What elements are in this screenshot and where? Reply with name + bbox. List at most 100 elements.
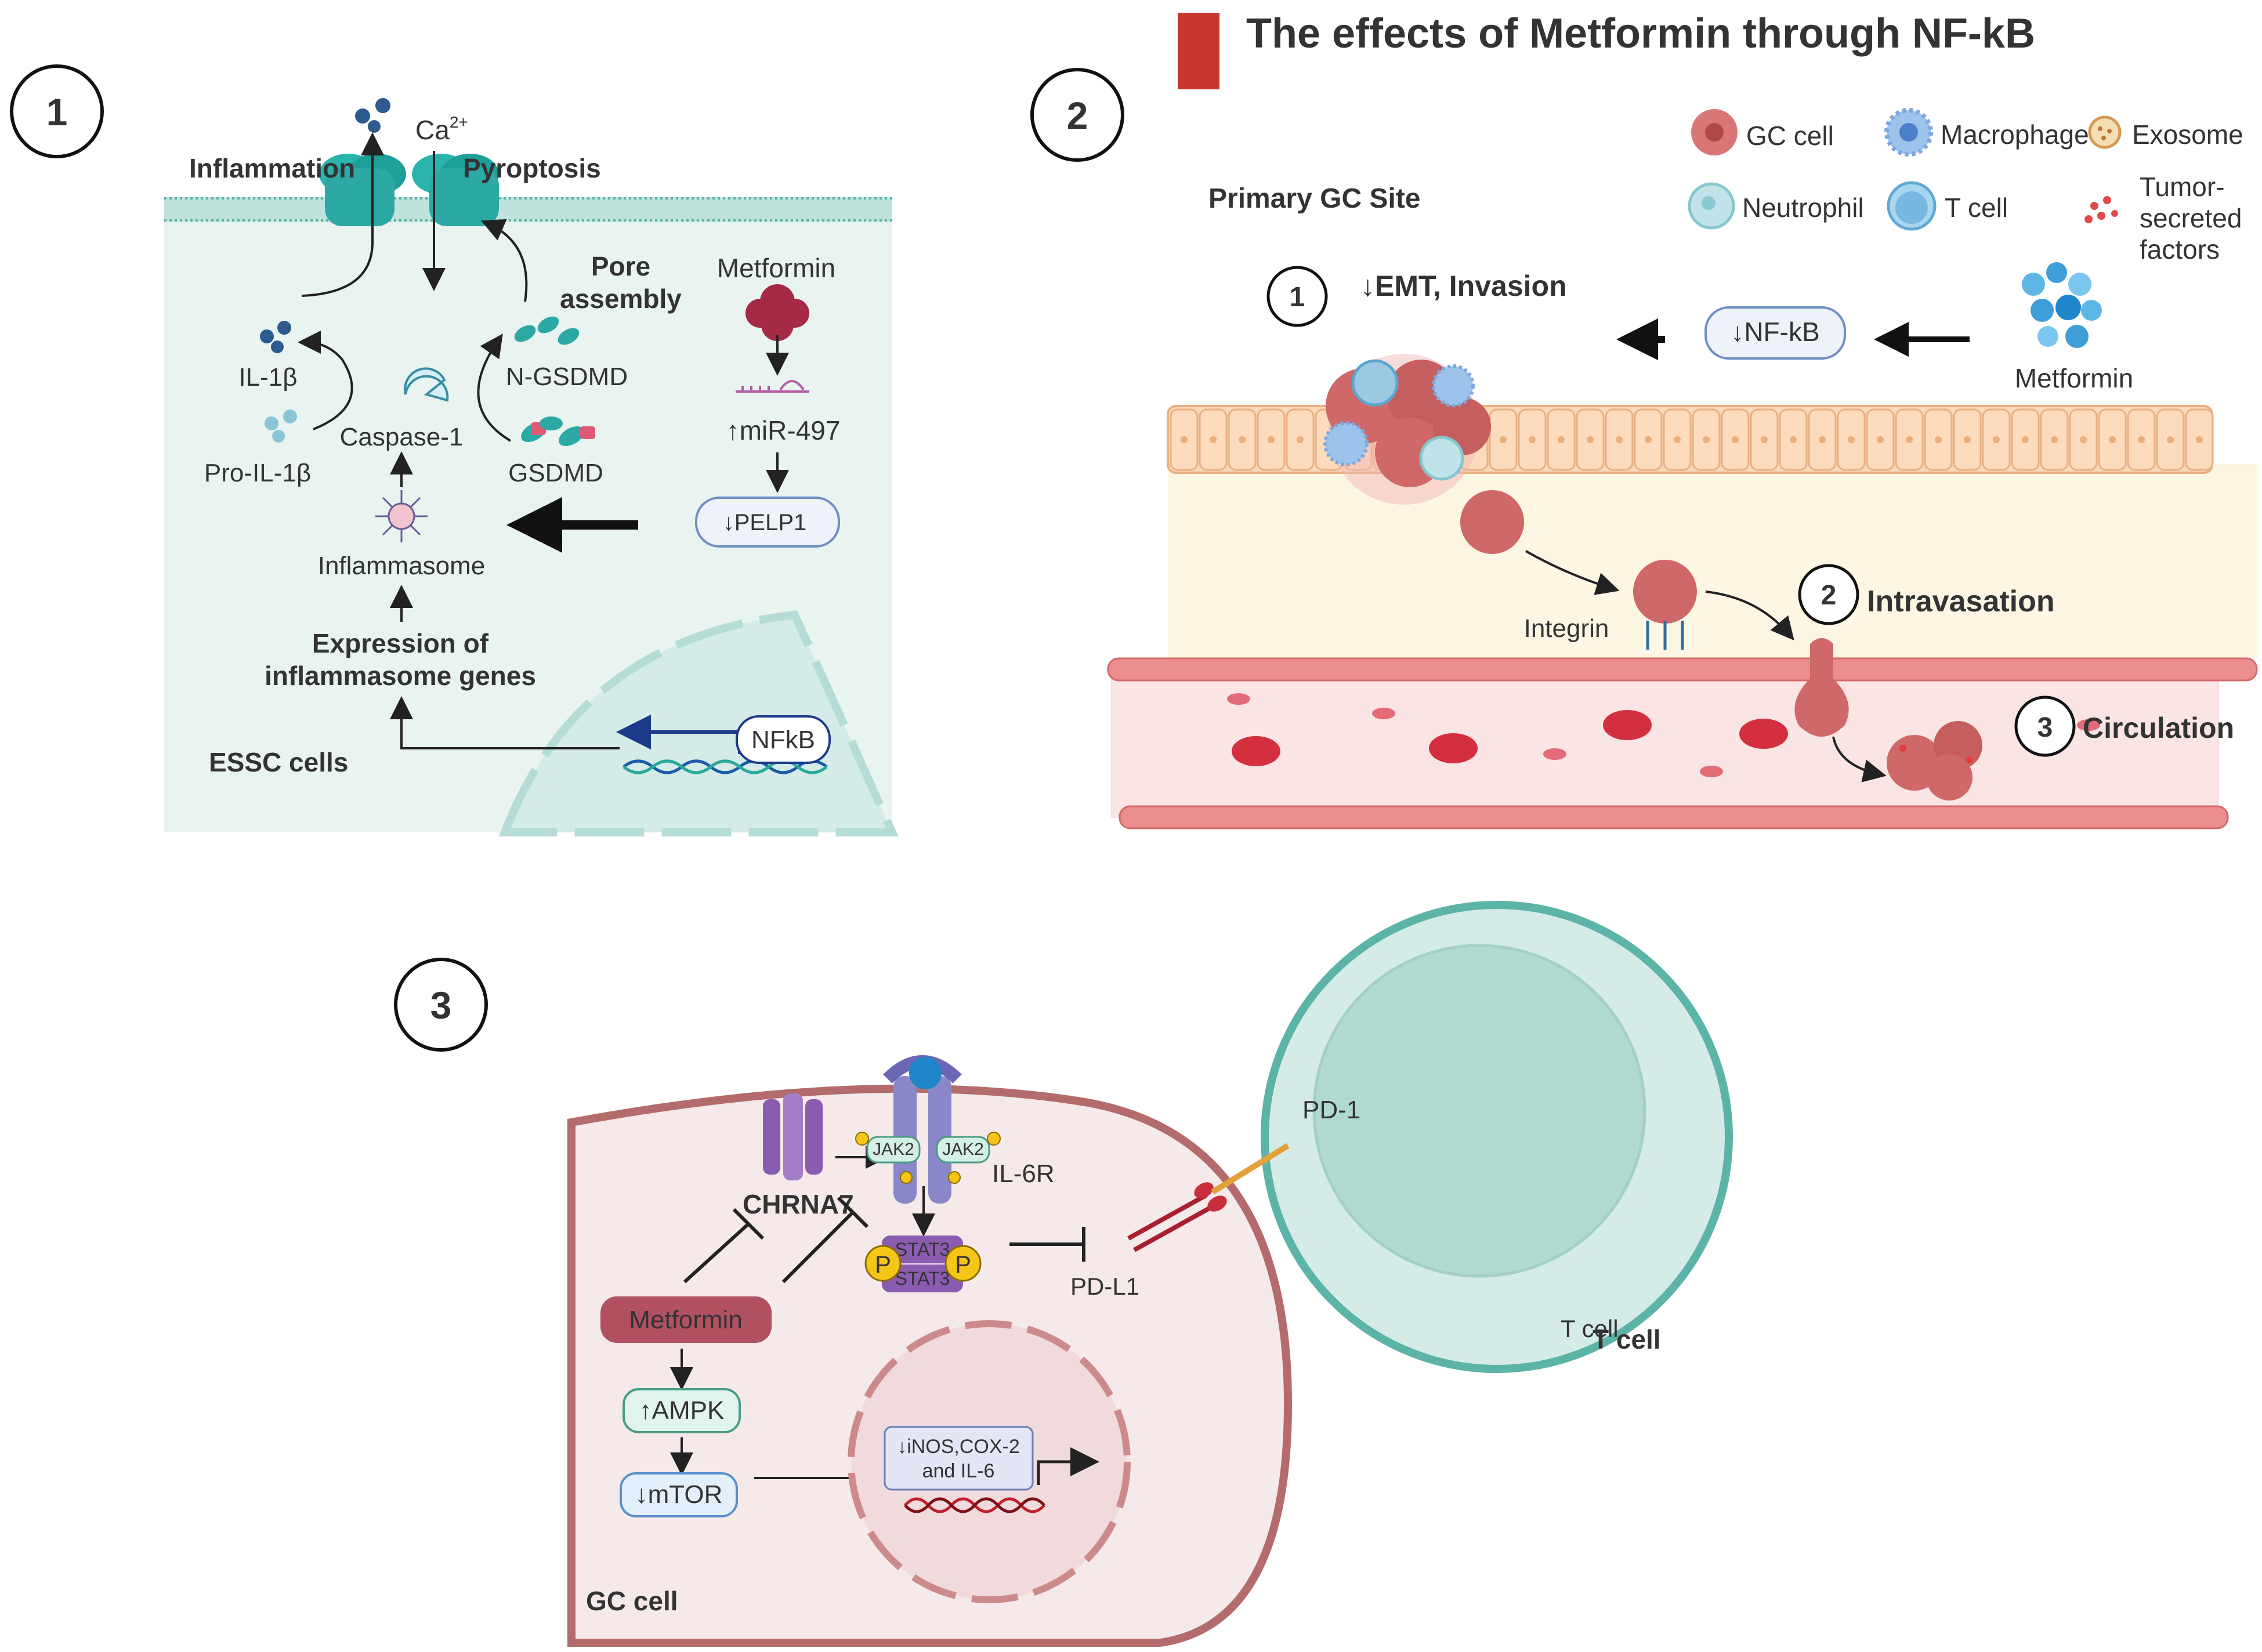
integrin-label: Integrin <box>1524 614 1609 643</box>
phospho-left-label: P <box>875 1251 891 1278</box>
step2-label: Intravasation <box>1867 585 2055 618</box>
ampk-box <box>622 1388 741 1433</box>
n-gsdmd-label: N-GSDMD <box>506 363 628 391</box>
step3-badge <box>2014 695 2076 757</box>
pd1-label: PD-1 <box>1302 1096 1360 1124</box>
epithelium-cell-nucleus <box>1558 436 1565 443</box>
ampk-label: ↑AMPK <box>639 1396 725 1425</box>
legend-macrophage: Macrophage <box>1941 119 2089 150</box>
caspase1-label: Caspase-1 <box>340 423 464 451</box>
t-cell-label-a: T cell <box>1561 1315 1619 1342</box>
vessel-wall-top <box>1107 657 2258 682</box>
epithelium-cell-nucleus <box>1616 436 1623 443</box>
t-cell-label-b: T cell <box>1593 1324 1661 1354</box>
legend-neutrophil: Neutrophil <box>1742 193 1864 223</box>
essc-cells-label: ESSC cells <box>209 747 348 777</box>
step3-label: Circulation <box>2083 712 2234 744</box>
pro-il1b-dots <box>265 410 297 443</box>
inflammasome-icon <box>375 490 428 542</box>
panel2-stroma <box>1168 464 2257 658</box>
chrna7-channel-icon <box>763 1093 823 1180</box>
epithelium-cell-nucleus <box>2022 436 2029 443</box>
nfkb-label: NFkB <box>751 726 815 754</box>
panel-3: 3 GC cell CHRNA7 JAK2 JAK2 IL-6R STA <box>394 901 1733 1647</box>
circulating-tumor-cluster <box>1887 721 1982 800</box>
calcium-label: Ca2+ <box>415 113 468 145</box>
panel1-number-badge <box>10 64 104 158</box>
panel3-number: 3 <box>430 984 452 1027</box>
mir497-label: ↑miR-497 <box>726 415 841 445</box>
epithelium-cell-nucleus <box>1993 436 2000 443</box>
gc-cell-label: GC cell <box>586 1586 678 1616</box>
panel1-dna <box>622 759 828 774</box>
panel3-metformin-label: Metformin <box>629 1306 743 1334</box>
step1-label: ↓EMT, Invasion <box>1360 270 1567 302</box>
epithelium-cell-nucleus <box>1877 436 1884 443</box>
epithelium-cell-nucleus <box>1645 436 1652 443</box>
epithelium-cell-nucleus <box>1500 436 1507 443</box>
panel1-nucleus <box>498 610 899 836</box>
t-cell-nucleus <box>1312 944 1646 1278</box>
epithelium-cell-nucleus <box>1529 436 1536 443</box>
mtor-box <box>620 1472 738 1517</box>
step2-number: 2 <box>1821 580 1837 611</box>
epithelium-cell-nucleus <box>2196 436 2203 443</box>
epithelium-cell-nucleus <box>1239 436 1246 443</box>
chrna7-label: CHRNA7 <box>743 1189 854 1219</box>
migrating-gc-cell <box>1460 490 1524 554</box>
step1-number: 1 <box>1290 282 1305 313</box>
intravasating-cell <box>1794 638 1849 737</box>
epithelium-cell-nucleus <box>2109 436 2116 443</box>
stat3-bottom-box <box>882 1265 963 1292</box>
il1b-dots <box>260 321 291 353</box>
step1-badge <box>1266 266 1328 327</box>
stat3-top-label: STAT3 <box>895 1239 950 1260</box>
inflammation-label: Inflammation <box>189 153 355 183</box>
legend-gc-cell: GC cell <box>1746 121 1834 151</box>
epithelium-cell-nucleus <box>2051 436 2058 443</box>
nfkb-inhibition-box <box>1704 306 1846 360</box>
step2-badge <box>1798 564 1859 625</box>
tumor-cluster <box>1323 354 1491 505</box>
phospho-dots <box>855 1132 1001 1184</box>
tumor-factors-legend-icon <box>2084 196 2118 223</box>
epithelium-cell-nucleus <box>2167 436 2174 443</box>
phospho-right <box>944 1245 982 1282</box>
epithelium-cell-nucleus <box>1674 436 1681 443</box>
n-gsdmd-icon <box>514 316 580 345</box>
epithelium-cell-nucleus <box>1848 436 1855 443</box>
mirna-icon <box>736 380 809 393</box>
jak2-right-box <box>936 1136 990 1164</box>
epithelium-cell-nucleus <box>1587 436 1594 443</box>
il6r-label: IL-6R <box>992 1160 1055 1188</box>
gsdmd-icon <box>521 416 595 447</box>
epithelium-cell-nucleus <box>2080 436 2087 443</box>
pro-il1b-label: Pro-IL-1β <box>204 459 311 487</box>
epithelium-cell-nucleus <box>1210 436 1217 443</box>
epithelium-cell-nucleus <box>1732 436 1739 443</box>
epithelium-cell-nucleus <box>2138 436 2145 443</box>
pd1-receptor-icon <box>1211 1143 1290 1195</box>
inflammasome-label: Inflammasome <box>318 552 486 580</box>
il6r-receptor-icon <box>883 1055 962 1204</box>
legend-exosome: Exosome <box>2132 119 2243 150</box>
phospho-right-label: P <box>955 1251 971 1278</box>
neutrophil-legend-icon <box>1688 182 1735 230</box>
step3-number: 3 <box>2037 712 2053 743</box>
inos-box <box>884 1426 1034 1491</box>
panel1-number: 1 <box>46 90 68 133</box>
pdl1-protein-icon <box>1127 1193 1214 1252</box>
gsdmd-label: GSDMD <box>508 459 603 487</box>
epithelium-cell-nucleus <box>1268 436 1275 443</box>
title-bar-accent <box>1178 13 1219 89</box>
t-cell-legend-icon <box>1887 181 1937 231</box>
epithelium-cell-nucleus <box>1964 436 1971 443</box>
epithelium-cell-nucleus <box>1181 436 1188 443</box>
